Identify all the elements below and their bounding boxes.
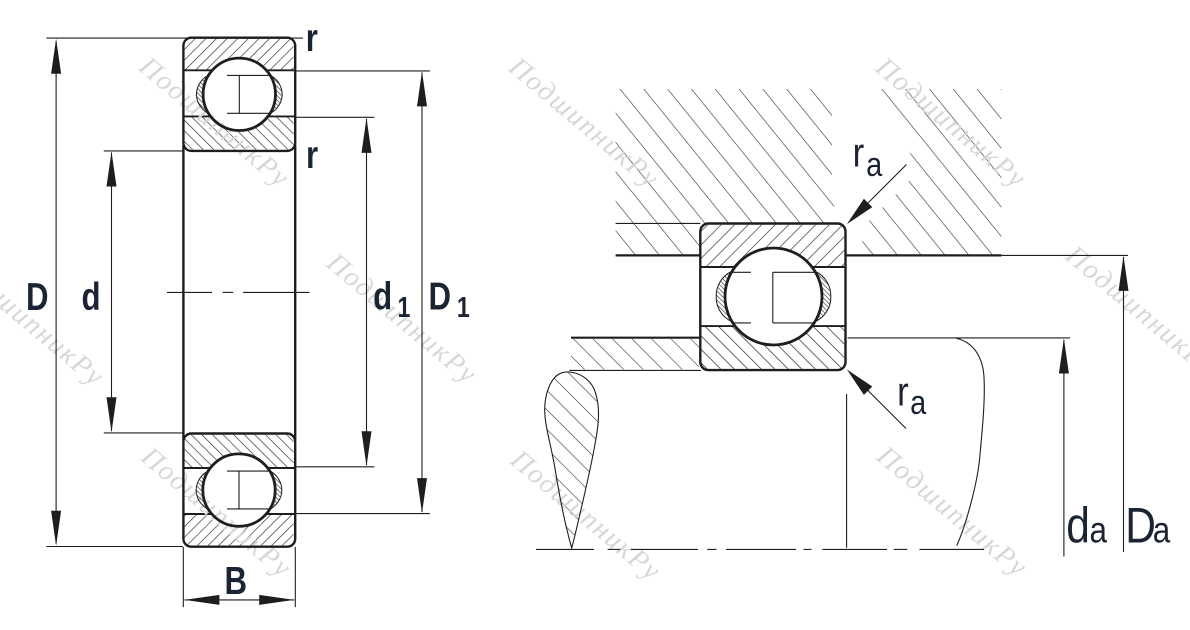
svg-text:D: D [429, 275, 452, 318]
svg-text:r: r [853, 131, 865, 176]
svg-text:D: D [26, 276, 49, 319]
svg-text:a: a [910, 383, 926, 422]
svg-text:a: a [866, 145, 882, 184]
svg-text:r: r [306, 17, 318, 60]
svg-text:r: r [306, 134, 318, 177]
svg-text:d: d [82, 276, 101, 319]
svg-text:a: a [1153, 510, 1171, 551]
svg-text:B: B [225, 560, 248, 603]
svg-text:1: 1 [457, 291, 470, 324]
svg-text:d: d [1066, 497, 1090, 553]
svg-text:d: d [373, 275, 392, 318]
svg-text:a: a [1090, 510, 1108, 551]
svg-text:r: r [897, 370, 909, 415]
svg-text:D: D [1125, 497, 1156, 553]
svg-text:1: 1 [398, 291, 411, 324]
